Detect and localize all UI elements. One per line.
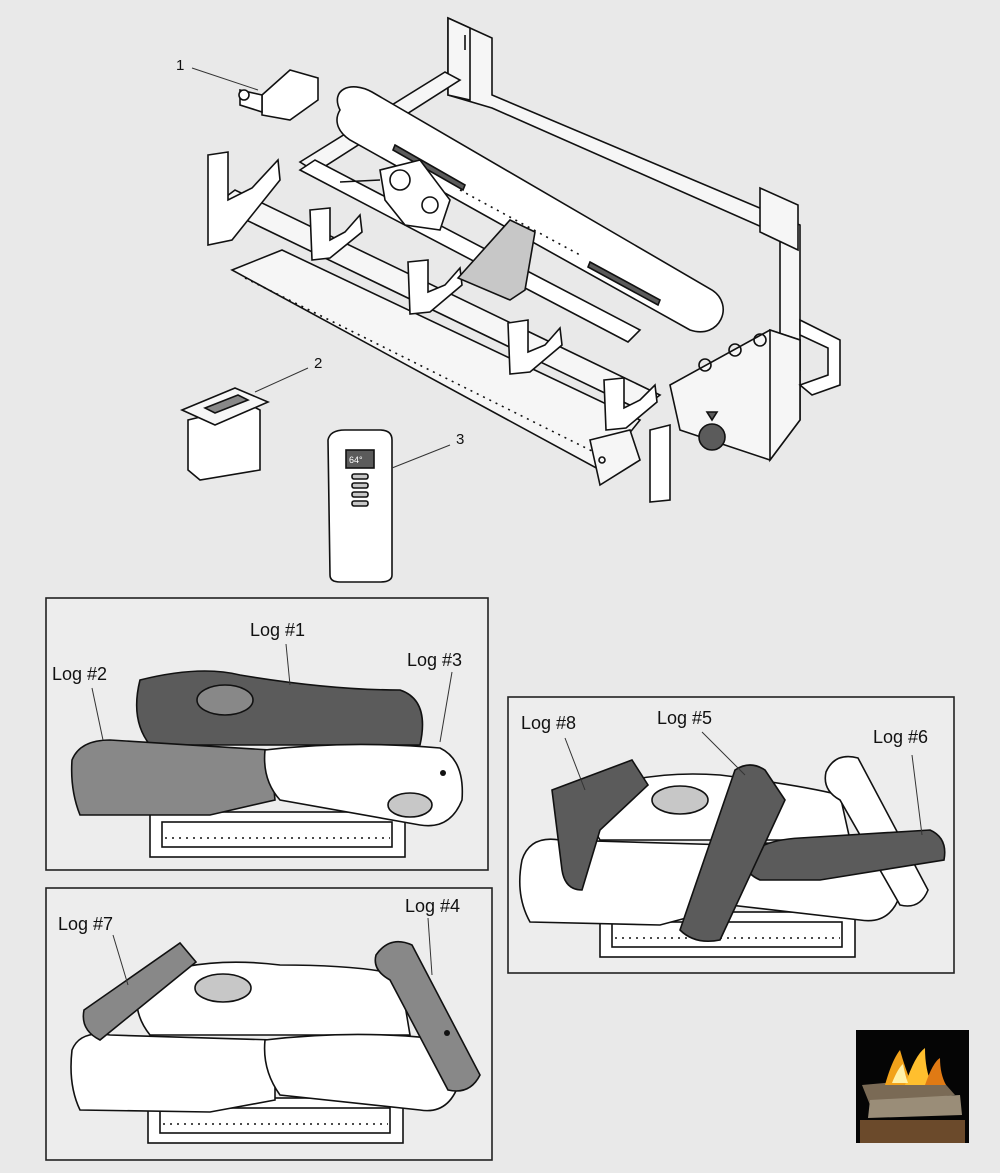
log-4-label: Log #4 — [405, 896, 460, 916]
burner-assembly — [207, 16, 841, 503]
log-5-label: Log #5 — [657, 708, 712, 728]
log-8-label: Log #8 — [521, 713, 576, 733]
wall-switch-box: 2 — [179, 355, 322, 481]
control-box — [669, 328, 801, 463]
log-panel-a: Log #1 Log #2 Log #3 — [45, 597, 489, 871]
log-3-label: Log #3 — [407, 650, 462, 670]
remote-control[interactable]: 64° 3 — [327, 429, 464, 583]
log-panel-c: Log #8 Log #5 Log #6 — [507, 696, 955, 974]
lit-log-set-thumbnail[interactable] — [856, 1030, 969, 1143]
gas-valve — [339, 159, 451, 231]
igniter-module: 1 — [176, 57, 319, 121]
callout-3: 3 — [456, 431, 464, 448]
callout-1: 1 — [176, 57, 184, 74]
log-6-label: Log #6 — [873, 727, 928, 747]
callout-2: 2 — [314, 355, 322, 372]
log-panel-b: Log #7 Log #4 — [45, 887, 493, 1161]
grate-forks — [207, 151, 658, 431]
log-2-label: Log #2 — [52, 664, 107, 684]
log-7-label: Log #7 — [58, 914, 113, 934]
remote-display: 64° — [349, 455, 363, 465]
log-1-label: Log #1 — [250, 620, 305, 640]
